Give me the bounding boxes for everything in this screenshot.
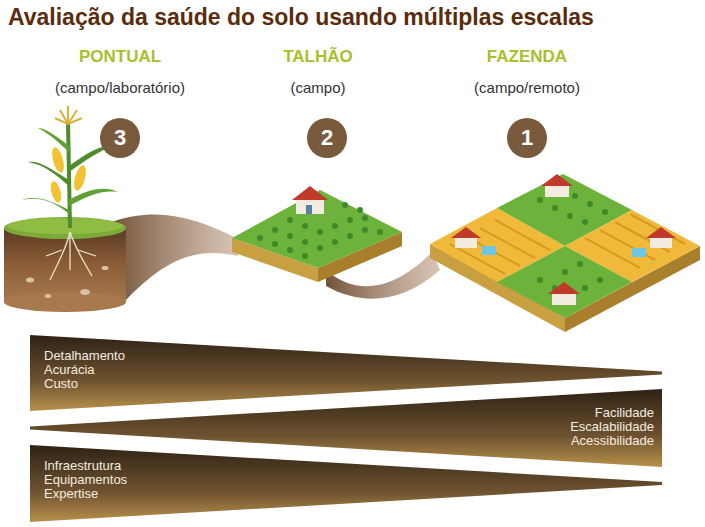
scale-heading: FAZENDA xyxy=(487,47,567,67)
scale-method: (campo/remoto) xyxy=(474,79,580,96)
scale-band xyxy=(112,215,238,302)
scale-method: (campo/laboratório) xyxy=(55,79,185,96)
wedge-text: Expertise xyxy=(44,487,127,501)
wedge-fill xyxy=(30,445,662,522)
wedge-text: Facilidade xyxy=(570,406,654,420)
wedge-text-group: InfraestruturaEquipamentosExpertise xyxy=(44,459,127,501)
field-plot xyxy=(232,186,402,282)
scale-heading: TALHÃO xyxy=(283,47,353,67)
callout-text: 1 xyxy=(521,125,533,151)
wedge-text-group: FacilidadeEscalabilidadeAcessibilidade xyxy=(570,406,654,448)
wedge-text: Custo xyxy=(44,377,125,391)
wedge-text: Equipamentos xyxy=(44,473,127,487)
wedge-text: Infraestrutura xyxy=(44,459,127,473)
wedge-text: Acurácia xyxy=(44,363,125,377)
callout-number: 2 xyxy=(307,118,347,158)
scale-method: (campo) xyxy=(290,79,345,96)
wedge-text: Acessibilidade xyxy=(570,434,654,448)
wedge-text: Escalabilidade xyxy=(570,420,654,434)
callout-number: 3 xyxy=(100,118,140,158)
diagram-title: Avaliação da saúde do solo usando múltip… xyxy=(8,4,594,31)
scale-heading: PONTUAL xyxy=(79,47,161,67)
wedge-text-group: DetalhamentoAcuráciaCusto xyxy=(44,349,125,391)
wedge-text: Detalhamento xyxy=(44,349,125,363)
callout-number: 1 xyxy=(507,118,547,158)
soil-sample xyxy=(4,217,126,312)
scale-wedge: InfraestruturaEquipamentosExpertise xyxy=(30,445,662,522)
callout-text: 2 xyxy=(321,125,333,151)
farm xyxy=(430,174,700,332)
callout-text: 3 xyxy=(114,125,126,151)
